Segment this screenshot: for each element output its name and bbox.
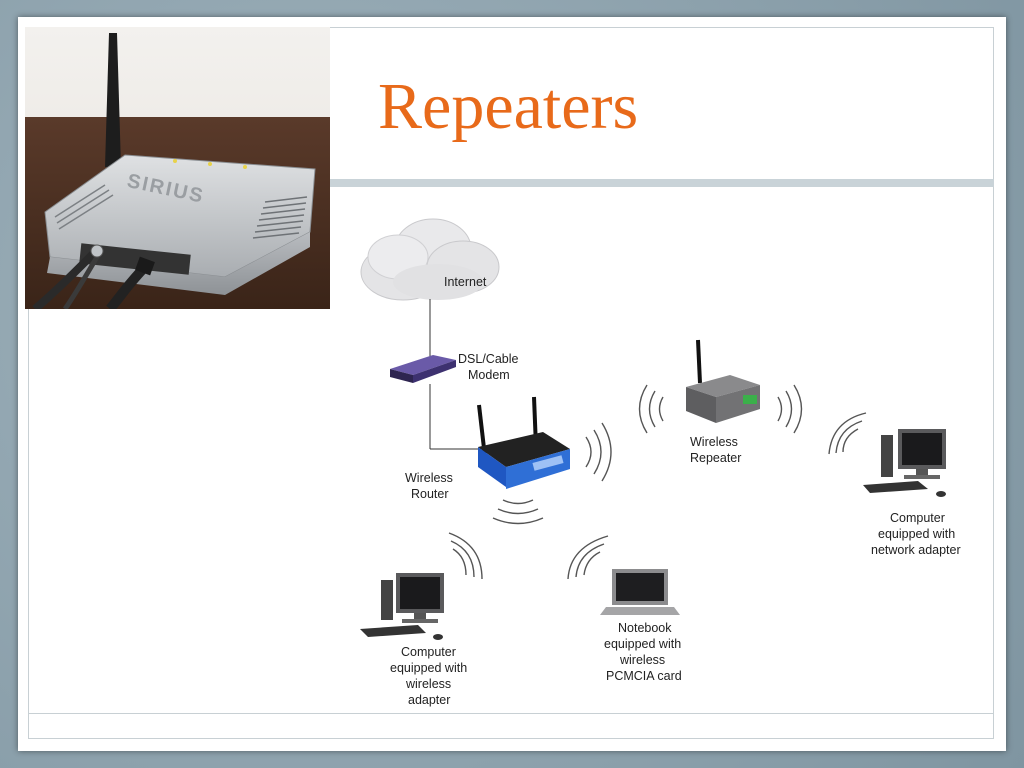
wireless-router-icon	[477, 396, 570, 489]
router-label-line-1: Wireless	[405, 471, 453, 485]
title-divider-band	[329, 179, 994, 187]
signal-notebook-icon	[567, 535, 609, 580]
computer-left-label: Computer equipped with wireless adapter	[390, 645, 471, 707]
signal-router-right-icon	[585, 422, 612, 482]
computer-left-label-line-1: Computer	[401, 645, 456, 659]
network-diagram: Internet DSL/Cable Modem Wireless Router	[360, 218, 961, 707]
repeater-label: Wireless Repeater	[690, 435, 741, 465]
router-photo: SIRIUS	[25, 27, 330, 309]
modem-label-line-1: DSL/Cable	[458, 352, 518, 366]
slide: Repeaters	[18, 17, 1006, 751]
notebook-label-line-3: wireless	[619, 653, 665, 667]
signal-computer-left-icon	[448, 532, 483, 580]
slide-frame	[28, 27, 994, 739]
repeater-label-line-1: Wireless	[690, 435, 738, 449]
modem-icon	[390, 355, 456, 383]
slide-title: Repeaters	[378, 70, 639, 143]
signal-repeater-left-icon	[638, 384, 664, 434]
notebook-label: Notebook equipped with wireless PCMCIA c…	[604, 621, 685, 683]
computer-right-icon	[863, 429, 946, 497]
antenna-icon	[105, 33, 121, 167]
signal-repeater-right-icon	[777, 384, 803, 434]
computer-right-label: Computer equipped with network adapter	[871, 511, 961, 557]
notebook-label-line-2: equipped with	[604, 637, 681, 651]
computer-right-label-line-1: Computer	[890, 511, 945, 525]
computer-left-icon	[360, 573, 444, 640]
notebook-icon	[600, 569, 680, 615]
computer-right-label-line-3: network adapter	[871, 543, 961, 557]
modem-label-line-2: Modem	[468, 368, 510, 382]
computer-left-label-line-2: equipped with	[390, 661, 467, 675]
notebook-label-line-1: Notebook	[618, 621, 672, 635]
signal-computer-right-icon	[828, 412, 867, 455]
modem-label: DSL/Cable Modem	[458, 352, 522, 382]
footer-divider	[28, 713, 994, 714]
signal-router-bottom-icon	[492, 499, 544, 525]
router-label: Wireless Router	[405, 471, 456, 501]
internet-label: Internet	[444, 275, 487, 289]
computer-left-label-line-4: adapter	[408, 693, 450, 707]
wireless-repeater-icon	[686, 339, 760, 423]
internet-cloud-icon	[360, 218, 500, 301]
notebook-label-line-4: PCMCIA card	[606, 669, 682, 683]
computer-right-label-line-2: equipped with	[878, 527, 955, 541]
repeater-label-line-2: Repeater	[690, 451, 741, 465]
router-label-line-2: Router	[411, 487, 449, 501]
wireless-signal-arcs	[448, 384, 867, 580]
computer-left-label-line-3: wireless	[405, 677, 451, 691]
